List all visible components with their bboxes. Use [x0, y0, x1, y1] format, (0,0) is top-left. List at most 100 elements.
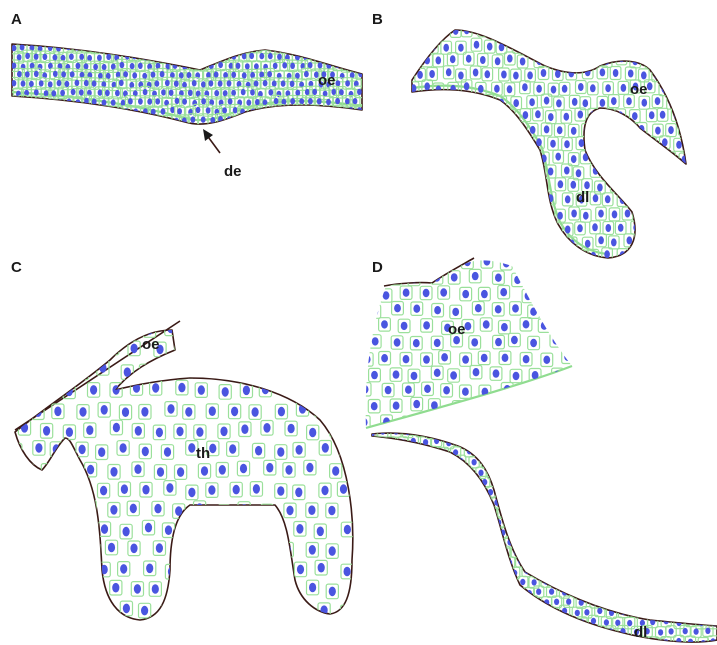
cell-membrane: [429, 235, 440, 248]
cell-membrane: [475, 486, 485, 497]
cell-nucleus: [441, 528, 446, 534]
cell-nucleus: [375, 620, 380, 626]
cell-nucleus: [535, 224, 541, 232]
cell-nucleus: [632, 167, 638, 175]
cell-nucleus: [695, 470, 700, 476]
cell-nucleus: [572, 98, 578, 106]
cell-membrane: [686, 577, 696, 588]
cell-nucleus: [507, 85, 513, 93]
cell-membrane: [552, 303, 564, 316]
cell-membrane: [631, 606, 641, 617]
cell-nucleus: [47, 99, 52, 105]
cell-nucleus: [443, 44, 449, 52]
cell-membrane: [540, 39, 551, 52]
cell-nucleus: [519, 498, 524, 504]
cell-nucleus: [568, 479, 573, 485]
cell-nucleus: [410, 113, 416, 121]
cell-membrane: [528, 556, 538, 567]
cell-nucleus: [538, 448, 543, 454]
cell-nucleus: [528, 210, 534, 218]
cell-membrane: [692, 547, 702, 558]
cell-membrane: [594, 526, 604, 537]
cell-membrane: [672, 535, 682, 546]
cell-nucleus: [484, 459, 489, 465]
cell-nucleus: [482, 419, 489, 427]
cell-membrane: [365, 526, 375, 537]
cell-membrane: [529, 517, 539, 528]
cell-nucleus: [491, 609, 496, 615]
cell-membrane: [315, 402, 327, 417]
cell-nucleus: [101, 524, 108, 534]
cell-membrane: [420, 577, 430, 588]
cell-membrane: [518, 597, 528, 608]
cell-nucleus: [255, 326, 262, 336]
cell-membrane: [656, 447, 666, 458]
cell-membrane: [607, 426, 617, 437]
cell-nucleus: [274, 566, 281, 576]
cell-membrane: [703, 525, 713, 536]
cell-nucleus: [326, 99, 331, 105]
cell-membrane: [522, 426, 532, 437]
cell-nucleus: [34, 89, 39, 95]
cell-nucleus: [431, 588, 436, 594]
cell-nucleus: [484, 579, 489, 585]
cell-membrane: [471, 94, 482, 107]
cell-nucleus: [345, 98, 350, 104]
cell-nucleus: [174, 44, 179, 50]
cell-nucleus: [591, 538, 596, 544]
cell-nucleus: [536, 85, 542, 93]
cell-membrane: [516, 636, 526, 645]
cell-membrane: [19, 581, 31, 596]
cell-nucleus: [112, 583, 119, 593]
cell-membrane: [409, 495, 419, 506]
cell-nucleus: [531, 559, 536, 565]
cell-nucleus: [432, 238, 438, 246]
cell-nucleus: [654, 71, 660, 79]
cell-nucleus: [640, 539, 645, 545]
cell-membrane: [463, 139, 474, 152]
cell-membrane: [207, 43, 217, 54]
cell-nucleus: [79, 368, 86, 378]
cell-nucleus: [438, 111, 444, 119]
cell-membrane: [73, 113, 83, 124]
cell-membrane: [352, 43, 362, 54]
cell-nucleus: [36, 324, 43, 334]
cell-nucleus: [252, 365, 259, 375]
cell-membrane: [433, 456, 443, 467]
cell-nucleus: [627, 181, 633, 189]
cell-nucleus: [573, 628, 578, 634]
cell-nucleus: [592, 223, 598, 231]
cell-nucleus: [597, 590, 602, 596]
cell-membrane: [152, 43, 162, 54]
cell-membrane: [470, 537, 480, 548]
cell-nucleus: [515, 43, 521, 51]
cell-membrane: [686, 556, 696, 567]
cell-membrane: [406, 165, 417, 178]
cell-nucleus: [129, 117, 134, 123]
cell-nucleus: [250, 89, 255, 95]
cell-membrane: [655, 466, 665, 477]
cell-nucleus: [417, 71, 423, 79]
cell-nucleus: [56, 116, 61, 122]
cell-nucleus: [368, 528, 373, 534]
cell-membrane: [444, 475, 454, 486]
cell-membrane: [575, 250, 586, 263]
cell-membrane: [636, 497, 646, 508]
cell-membrane: [452, 627, 462, 638]
cell-nucleus: [511, 336, 518, 344]
cell-membrane: [553, 496, 563, 507]
cell-nucleus: [596, 449, 601, 455]
cell-nucleus: [423, 321, 430, 329]
cell-nucleus: [693, 488, 698, 494]
cell-membrane: [447, 164, 458, 177]
cell-membrane: [434, 637, 444, 645]
cell-nucleus: [339, 53, 344, 59]
cell-membrane: [583, 447, 593, 458]
cell-nucleus: [440, 429, 445, 435]
cell-nucleus: [430, 449, 435, 455]
cell-nucleus: [509, 140, 515, 148]
cell-nucleus: [250, 72, 255, 78]
panel-d-lamina-outline: [372, 433, 717, 642]
cell-membrane: [439, 414, 451, 427]
cell-nucleus: [555, 306, 562, 314]
